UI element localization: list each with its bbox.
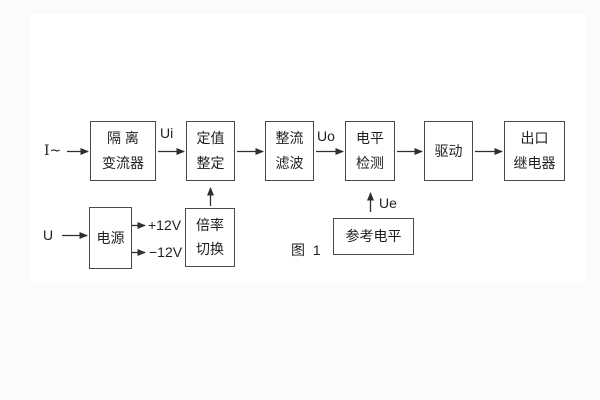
block-label: 继电器	[513, 154, 556, 171]
block-label: 检测	[356, 154, 384, 171]
block-power-supply: 电源	[89, 207, 132, 269]
label-signal-uo: Uo	[317, 128, 335, 144]
label-input-voltage: U	[43, 227, 54, 243]
block-label: 电平	[356, 130, 384, 147]
figure-caption: 图 1	[291, 242, 323, 258]
block-label: 整定	[196, 154, 225, 171]
block-label: 定值	[196, 130, 225, 147]
block-label: 切换	[196, 241, 224, 257]
block-label: 驱动	[434, 142, 463, 159]
block-level-detect: 电平 检测	[345, 121, 395, 181]
block-ratio-switch: 倍率 切换	[185, 208, 235, 267]
block-reference-level: 参考电平	[333, 218, 414, 255]
block-label: 滤波	[275, 154, 304, 171]
label-signal-ui: Ui	[160, 125, 174, 141]
block-label: 出口	[520, 130, 549, 147]
block-rectifier-filter: 整流 滤波	[265, 121, 314, 181]
block-isolation-transformer: 隔 离 变流器	[90, 121, 156, 181]
label-signal-ue: Ue	[379, 195, 397, 211]
label-input-current: I~	[44, 143, 62, 159]
block-label: 变流器	[102, 154, 144, 171]
block-output-relay: 出口 继电器	[504, 121, 565, 181]
label-plus-12v: +12V	[148, 217, 182, 233]
block-label: 参考电平	[345, 228, 402, 244]
block-setpoint-adjust: 定值 整定	[186, 121, 235, 181]
block-label: 隔 离	[107, 130, 139, 147]
block-label: 电源	[96, 229, 125, 246]
block-drive: 驱动	[424, 121, 473, 181]
block-label: 倍率	[196, 217, 224, 233]
block-label: 整流	[275, 130, 304, 147]
label-minus-12v: −12V	[149, 244, 183, 260]
